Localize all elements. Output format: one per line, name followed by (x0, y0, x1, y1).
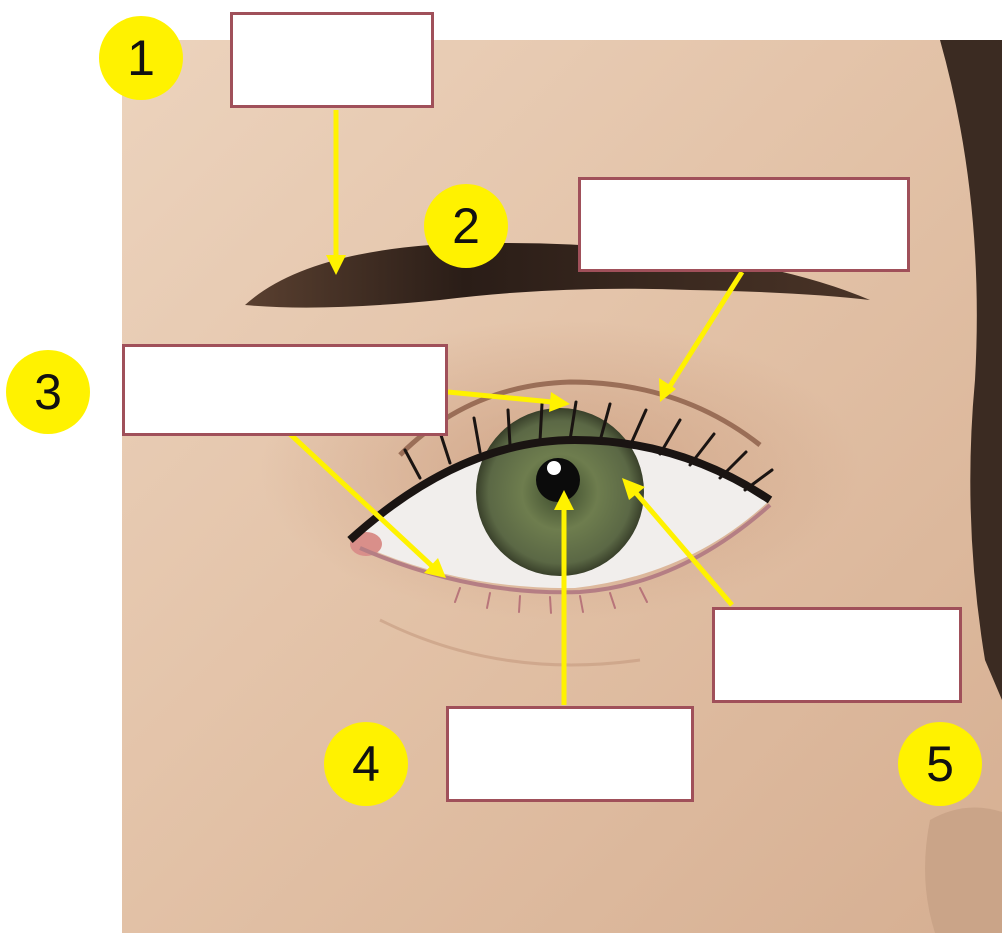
marker-2-number: 2 (452, 197, 480, 255)
marker-3: 3 (6, 350, 90, 434)
label-box-3[interactable] (122, 344, 448, 436)
marker-3-number: 3 (34, 363, 62, 421)
marker-1-number: 1 (127, 29, 155, 87)
label-box-2[interactable] (578, 177, 910, 272)
marker-4: 4 (324, 722, 408, 806)
label-box-4[interactable] (446, 706, 694, 802)
label-box-5[interactable] (712, 607, 962, 703)
marker-5-number: 5 (926, 735, 954, 793)
catchlight (547, 461, 561, 475)
label-box-1[interactable] (230, 12, 434, 108)
ear (925, 808, 1002, 933)
marker-4-number: 4 (352, 735, 380, 793)
marker-1: 1 (99, 16, 183, 100)
marker-2: 2 (424, 184, 508, 268)
marker-5: 5 (898, 722, 982, 806)
